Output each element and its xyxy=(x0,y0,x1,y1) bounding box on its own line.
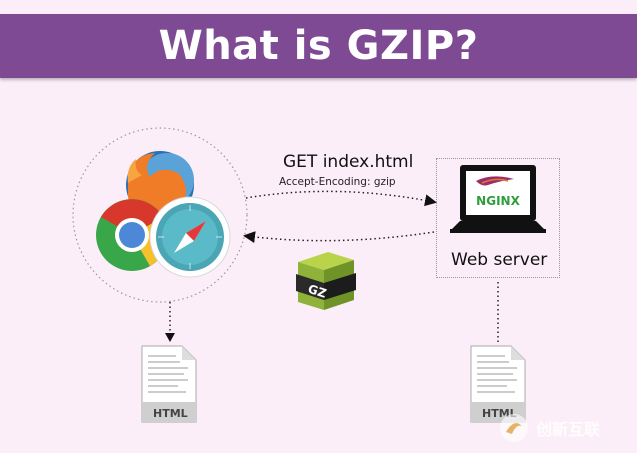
apache-feather-icon xyxy=(476,176,514,186)
html-document-icon xyxy=(141,345,197,423)
request-header-label: Accept-Encoding: gzip xyxy=(279,176,396,188)
server-down-line xyxy=(497,282,499,342)
nginx-logo: NGINX xyxy=(476,194,520,208)
gz-label: GZ xyxy=(306,282,328,301)
watermark: 创新互联 xyxy=(498,410,637,446)
title-banner: What is GZIP? xyxy=(0,14,637,78)
browser-cluster xyxy=(72,127,248,303)
html-document-label: HTML xyxy=(153,407,188,420)
arrows xyxy=(243,190,437,244)
laptop-icon: NGINX xyxy=(450,165,546,233)
safari-icon xyxy=(149,196,231,278)
request-line-label: GET index.html xyxy=(283,152,414,172)
watermark-logo-icon xyxy=(500,414,528,442)
watermark-text: 创新互联 xyxy=(536,420,601,439)
gz-archive-icon: GZ xyxy=(296,252,356,310)
web-server-label: Web server xyxy=(451,250,548,270)
browser-down-arrow xyxy=(165,302,175,342)
page-title: What is GZIP? xyxy=(158,23,479,69)
response-arrow xyxy=(243,231,435,244)
web-server-box xyxy=(436,158,560,278)
browser-dotted-circle xyxy=(72,127,248,303)
request-arrow xyxy=(245,190,437,207)
